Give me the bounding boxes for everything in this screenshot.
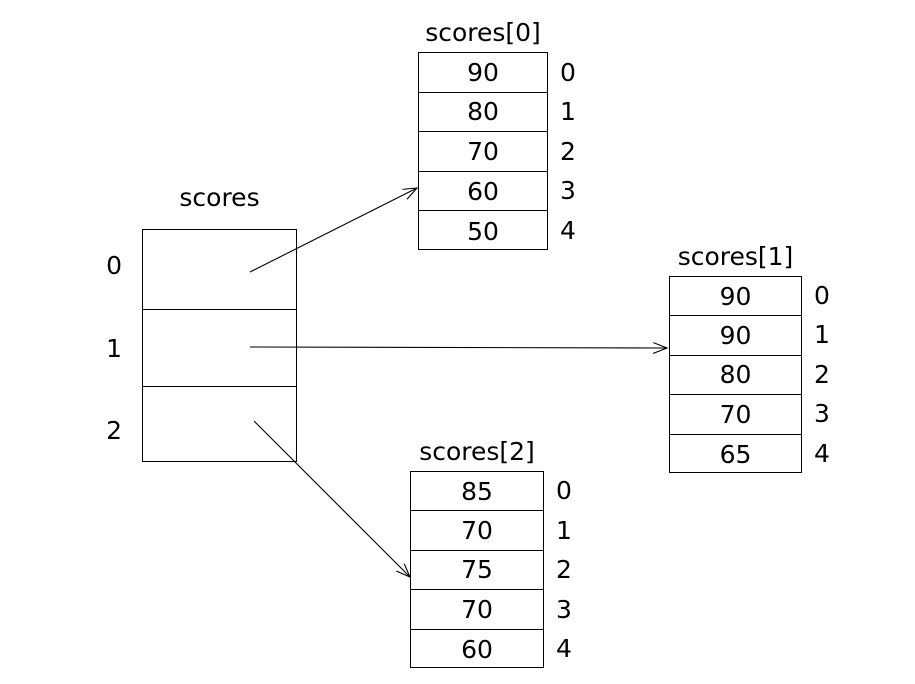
- inner-array-2-index-label-1: 1: [556, 516, 572, 545]
- outer-array-cell-0[interactable]: [143, 230, 296, 310]
- inner-array-0-cell-4[interactable]: 50: [467, 216, 499, 246]
- pointer-arrow-scores-1: [249, 347, 667, 348]
- inner-array-1-cell-4[interactable]: 65: [719, 439, 752, 469]
- inner-array-2-box: 85 70 75 70 60: [410, 471, 544, 668]
- outer-array-cell-2[interactable]: [143, 387, 296, 461]
- inner-array-1-cell-3[interactable]: 70: [670, 395, 801, 435]
- inner-array-1-title: scores[1]: [677, 242, 794, 271]
- inner-array-2-cell-2[interactable]: 75: [411, 551, 543, 591]
- outer-array-index-label-2: 2: [106, 416, 122, 445]
- inner-array-0-box: 90 80 70 60 50: [418, 52, 548, 250]
- inner-array-1-index-label-4: 4: [814, 439, 830, 468]
- inner-array-0-index-label-0: 0: [560, 58, 576, 87]
- inner-array-0-cell-2[interactable]: 70: [419, 132, 547, 172]
- inner-array-1-index-label-2: 2: [814, 360, 830, 389]
- inner-array-2-index-label-3: 3: [556, 595, 572, 624]
- inner-array-2-cell-0[interactable]: 85: [411, 472, 543, 512]
- inner-array-2-index-label-4: 4: [556, 634, 572, 663]
- inner-array-1-cell-1[interactable]: 90: [670, 316, 801, 356]
- inner-array-0-index-label-3: 3: [560, 176, 576, 205]
- inner-array-2-cell-4[interactable]: 60: [461, 634, 493, 664]
- inner-array-1-cell-2[interactable]: 80: [670, 356, 801, 396]
- outer-array-index-label-1: 1: [106, 334, 122, 363]
- inner-array-2-index-label-0: 0: [556, 476, 572, 505]
- inner-array-0-cell-3[interactable]: 60: [419, 172, 547, 212]
- inner-array-1-index-label-3: 3: [814, 399, 830, 428]
- inner-array-1-box: 90 90 80 70 65: [669, 276, 802, 473]
- inner-array-2-cell-3[interactable]: 70: [411, 590, 543, 630]
- inner-array-1-index-label-0: 0: [814, 281, 830, 310]
- inner-array-0-cell-0[interactable]: 90: [419, 53, 547, 93]
- inner-array-0-cell-1[interactable]: 80: [419, 93, 547, 133]
- inner-array-0-title: scores[0]: [425, 18, 541, 47]
- outer-array-cell-1[interactable]: [143, 310, 296, 387]
- inner-array-2-index-label-2: 2: [556, 555, 572, 584]
- inner-array-2-cell-1[interactable]: 70: [411, 511, 543, 551]
- outer-array-index-label-0: 0: [106, 251, 122, 280]
- inner-array-0-index-label-4: 4: [560, 216, 576, 245]
- inner-array-0-index-label-1: 1: [560, 97, 576, 126]
- inner-array-1-index-label-1: 1: [814, 320, 830, 349]
- outer-array-title: scores: [179, 183, 260, 212]
- outer-array-box: [142, 229, 297, 462]
- inner-array-0-index-label-2: 2: [560, 137, 576, 166]
- inner-array-1-cell-0[interactable]: 90: [670, 277, 801, 317]
- inner-array-2-title: scores[2]: [419, 437, 535, 466]
